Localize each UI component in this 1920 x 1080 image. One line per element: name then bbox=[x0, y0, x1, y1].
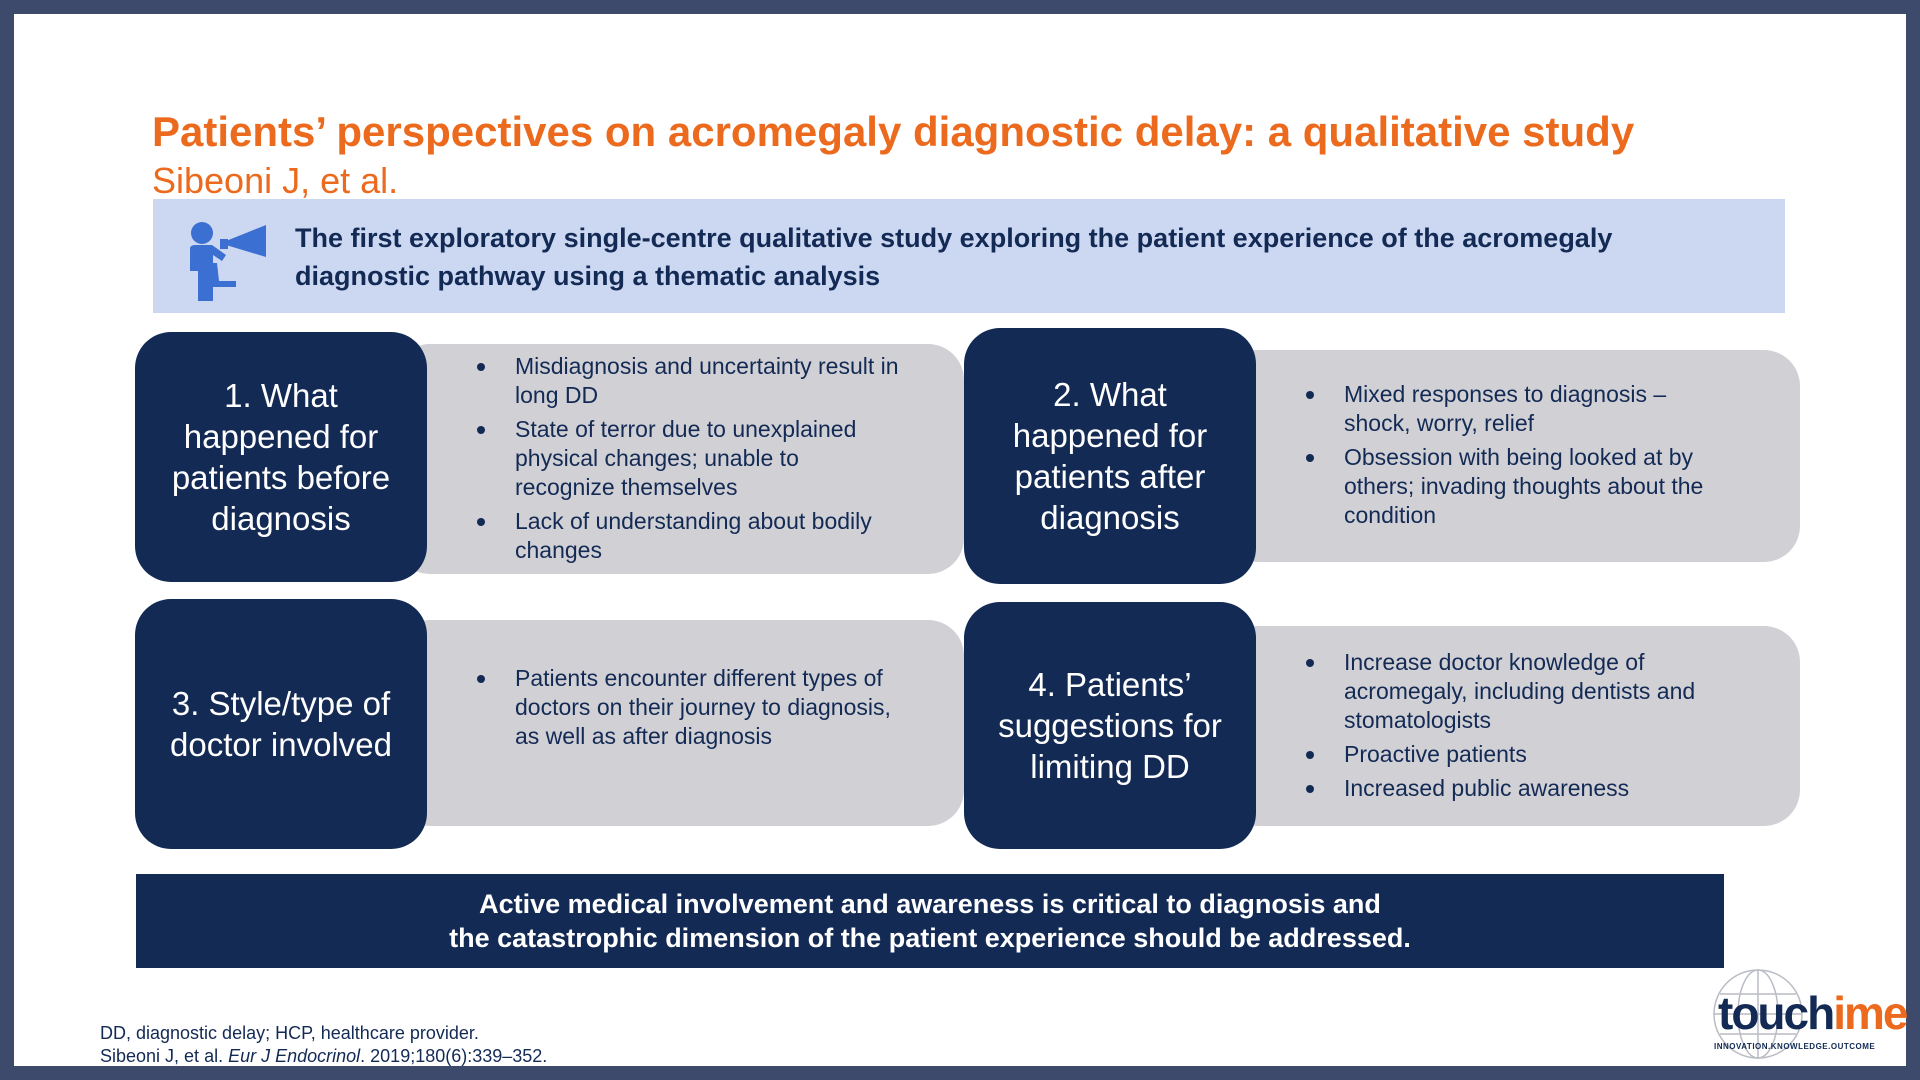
footnote-reference: Sibeoni J, et al. Eur J Endocrinol. 2019… bbox=[100, 1045, 547, 1068]
slide: Patients’ perspectives on acromegaly dia… bbox=[14, 14, 1908, 1068]
list-item: State of terror due to unexplained physi… bbox=[473, 415, 903, 502]
reference-details: . 2019;180(6):339–352. bbox=[360, 1046, 548, 1066]
list-item: Proactive patients bbox=[1302, 740, 1732, 769]
theme-1-panel bbox=[394, 344, 964, 574]
list-item: Lack of understanding about bodily chang… bbox=[473, 507, 903, 565]
logo-ime: ime bbox=[1833, 987, 1908, 1039]
conclusion-banner: Active medical involvement and awareness… bbox=[136, 874, 1724, 968]
intro-text: The first exploratory single-centre qual… bbox=[295, 223, 1613, 291]
list-item: Increase doctor knowledge of acromegaly,… bbox=[1302, 648, 1732, 735]
theme-3-bullets: Patients encounter different types of do… bbox=[473, 664, 903, 756]
theme-2-bullets: Mixed responses to diagnosis – shock, wo… bbox=[1302, 380, 1732, 535]
theme-2-panel bbox=[1222, 350, 1800, 562]
slide-subtitle: Sibeoni J, et al. bbox=[152, 160, 399, 201]
conclusion-line-2: the catastrophic dimension of the patien… bbox=[449, 923, 1411, 953]
theme-1-title: 1. What happened for patients before dia… bbox=[135, 332, 427, 582]
reference-journal: Eur J Endocrinol bbox=[228, 1046, 361, 1066]
logo-tagline: INNOVATION.KNOWLEDGE.OUTCOME bbox=[1714, 1042, 1876, 1051]
theme-4-title: 4. Patients’ suggestions for limiting DD bbox=[964, 602, 1256, 849]
theme-3-panel bbox=[394, 620, 964, 826]
theme-3-title: 3. Style/type of doctor involved bbox=[135, 599, 427, 849]
logo-wordmark: touchime bbox=[1718, 986, 1908, 1040]
list-item: Mixed responses to diagnosis – shock, wo… bbox=[1302, 380, 1732, 438]
theme-4-panel bbox=[1222, 626, 1800, 826]
footnote: DD, diagnostic delay; HCP, healthcare pr… bbox=[100, 1022, 547, 1068]
theme-2-title: 2. What happened for patients after diag… bbox=[964, 328, 1256, 584]
footnote-abbreviations: DD, diagnostic delay; HCP, healthcare pr… bbox=[100, 1023, 479, 1043]
list-item: Increased public awareness bbox=[1302, 774, 1732, 803]
list-item: Misdiagnosis and uncertainty result in l… bbox=[473, 352, 903, 410]
globe-icon bbox=[1713, 969, 1803, 1059]
theme-4-bullets: Increase doctor knowledge of acromegaly,… bbox=[1302, 648, 1732, 808]
slide-title: Patients’ perspectives on acromegaly dia… bbox=[152, 108, 1635, 155]
intro-banner: The first exploratory single-centre qual… bbox=[153, 199, 1785, 313]
logo-touch: touch bbox=[1718, 987, 1835, 1039]
conclusion-line-1: Active medical involvement and awareness… bbox=[479, 889, 1381, 919]
touchime-logo: touchime INNOVATION.KNOWLEDGE.OUTCOME bbox=[1706, 964, 1908, 1064]
list-item: Obsession with being looked at by others… bbox=[1302, 443, 1732, 530]
list-item: Patients encounter different types of do… bbox=[473, 664, 903, 751]
reference-authors: Sibeoni J, et al. bbox=[100, 1046, 229, 1066]
megaphone-person-icon bbox=[190, 222, 266, 301]
theme-1-bullets: Misdiagnosis and uncertainty result in l… bbox=[473, 352, 903, 570]
